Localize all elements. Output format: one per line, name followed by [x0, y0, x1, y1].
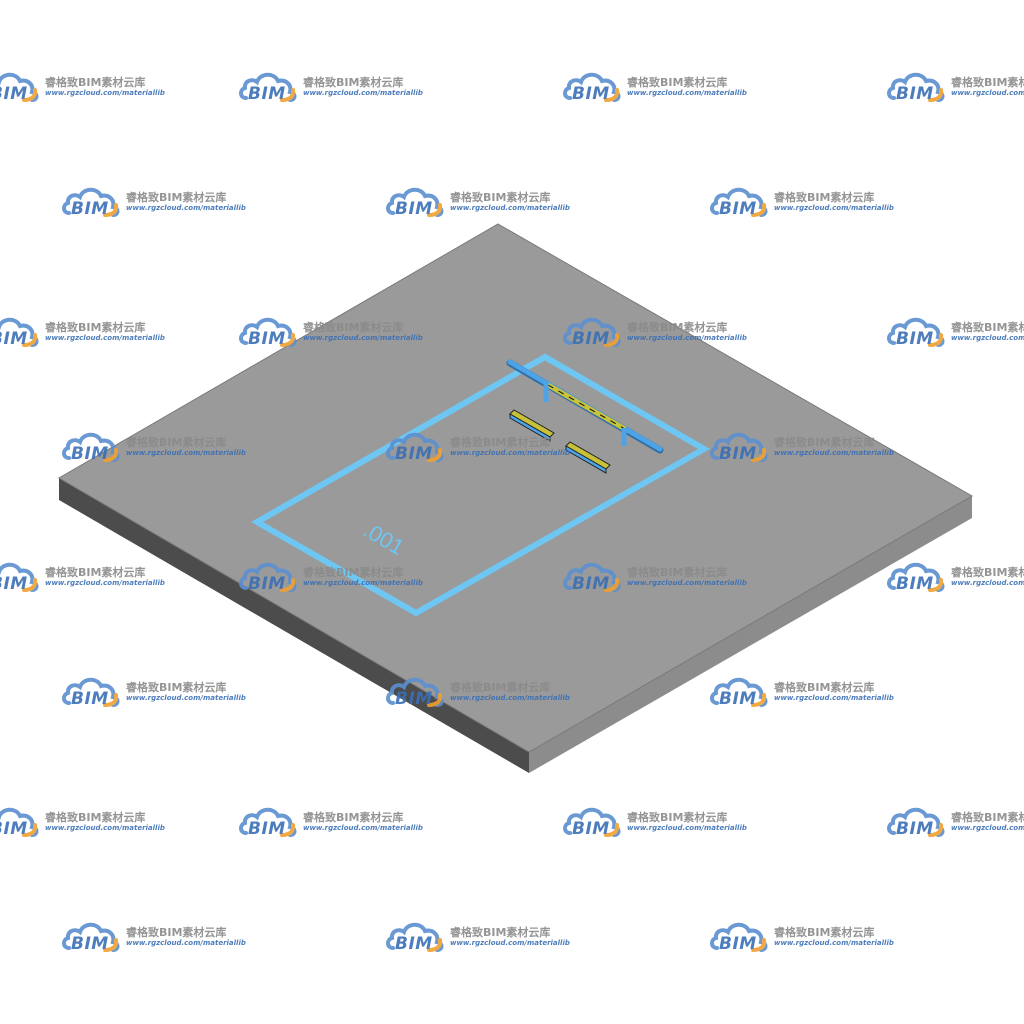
room-boundary [250, 353, 711, 617]
wheel-stop-2 [565, 441, 611, 474]
slab-right-face [529, 496, 972, 773]
handrail [506, 359, 664, 454]
wheel-stop-1 [509, 409, 555, 442]
slab-top-face [58, 223, 974, 753]
